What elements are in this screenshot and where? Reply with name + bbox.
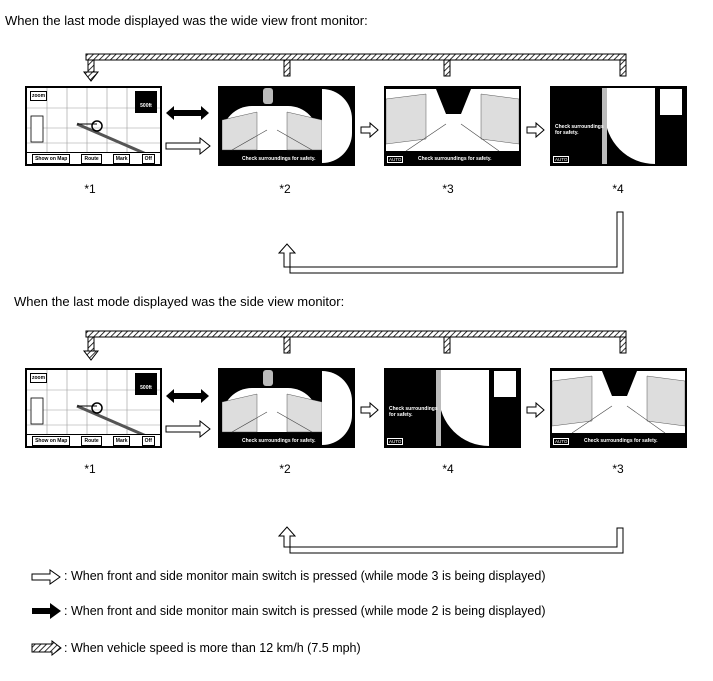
hollow-arrow-row2-1-to-2 xyxy=(165,419,211,439)
nav-toolbar: Show on Map Route Mark Off xyxy=(27,434,160,446)
safety-message: Check surroundings for safety. xyxy=(584,438,658,444)
safety-message: Check surroundings for safety. xyxy=(418,156,492,162)
legend-hollow-arrow-icon xyxy=(31,569,61,585)
hatched-speed-arrow-row2 xyxy=(82,330,627,361)
caption-row2-1: *1 xyxy=(84,462,96,476)
nav-toolbar: Show on Map Route Mark Off xyxy=(27,152,160,164)
zoom-button: zoom xyxy=(30,373,48,383)
route-button: Route xyxy=(81,435,102,446)
safety-message: Check surroundings for safety. xyxy=(242,156,316,162)
hollow-arrow-row1-3-to-4 xyxy=(526,121,545,139)
safety-message-line1: Check surroundings xyxy=(555,124,604,130)
car-icon xyxy=(263,88,273,104)
auto-badge: AUTO xyxy=(387,438,404,445)
auto-badge: AUTO xyxy=(553,156,570,163)
safety-message-line2: for safety. xyxy=(389,412,413,418)
off-button: Off xyxy=(141,153,155,164)
car-icon xyxy=(263,370,273,386)
hatched-speed-arrow-row1 xyxy=(82,53,627,82)
caption-row1-2: *2 xyxy=(279,182,291,196)
legend-solid-arrow-icon xyxy=(32,603,61,619)
auto-badge: AUTO xyxy=(387,156,404,163)
heading-front-monitor: When the last mode displayed was the wid… xyxy=(5,13,368,28)
caption-row2-3: *4 xyxy=(442,462,454,476)
screen-side-camera-row2: Check surroundings for safety. AUTO xyxy=(384,368,521,448)
safety-message: Check surroundings for safety. xyxy=(242,438,316,444)
hollow-arrow-row2-2-to-4 xyxy=(360,401,379,419)
solid-double-arrow-row2 xyxy=(166,389,209,403)
heading-side-monitor: When the last mode displayed was the sid… xyxy=(14,294,345,309)
off-button: Off xyxy=(141,435,155,446)
legend-hatched-arrow-icon xyxy=(31,639,62,657)
zoom-button: zoom xyxy=(30,91,48,101)
safety-message-line1: Check surroundings xyxy=(389,406,438,412)
caption-row2-2: *2 xyxy=(279,462,291,476)
hollow-arrow-row1-2-to-3 xyxy=(360,121,379,139)
caption-row1-3: *3 xyxy=(442,182,454,196)
mark-button: Mark xyxy=(112,435,131,446)
auto-badge: AUTO xyxy=(553,438,570,445)
legend-solid-arrow-text: : When front and side monitor main switc… xyxy=(64,604,546,618)
turn-distance-indicator: 500ft xyxy=(135,373,157,395)
legend-hollow-arrow-text: : When front and side monitor main switc… xyxy=(64,569,546,583)
caption-row1-1: *1 xyxy=(84,182,96,196)
hollow-arrow-row1-1-to-2 xyxy=(165,136,211,156)
screen-side-camera-row1: Check surroundings for safety. AUTO xyxy=(550,86,687,166)
caption-row1-4: *4 xyxy=(612,182,624,196)
hollow-return-arrow-row2 xyxy=(277,526,624,554)
show-on-map-button: Show on Map xyxy=(32,153,71,164)
screen-front-camera-row1: AUTO Check surroundings for safety. xyxy=(384,86,521,166)
screen-navigation-map-row2: zoom 500ft Show on Map Route Mark Off xyxy=(25,368,162,448)
hollow-arrow-row2-4-to-3 xyxy=(526,401,545,419)
screen-front-camera-row2: AUTO Check surroundings for safety. xyxy=(550,368,687,448)
screen-navigation-map-row1: zoom 500ft Show on Map Route Mark Off xyxy=(25,86,162,166)
route-button: Route xyxy=(81,153,102,164)
screen-wide-front-camera-row2: Check surroundings for safety. xyxy=(218,368,355,448)
safety-message-line2: for safety. xyxy=(555,130,579,136)
hollow-return-arrow-row1 xyxy=(277,211,624,274)
turn-distance-indicator: 500ft xyxy=(135,91,157,113)
show-on-map-button: Show on Map xyxy=(32,435,71,446)
screen-wide-front-camera-row1: Check surroundings for safety. xyxy=(218,86,355,166)
legend-hatched-arrow-text: : When vehicle speed is more than 12 km/… xyxy=(64,641,361,655)
caption-row2-4: *3 xyxy=(612,462,624,476)
mark-button: Mark xyxy=(112,153,131,164)
solid-double-arrow-row1 xyxy=(166,106,209,120)
